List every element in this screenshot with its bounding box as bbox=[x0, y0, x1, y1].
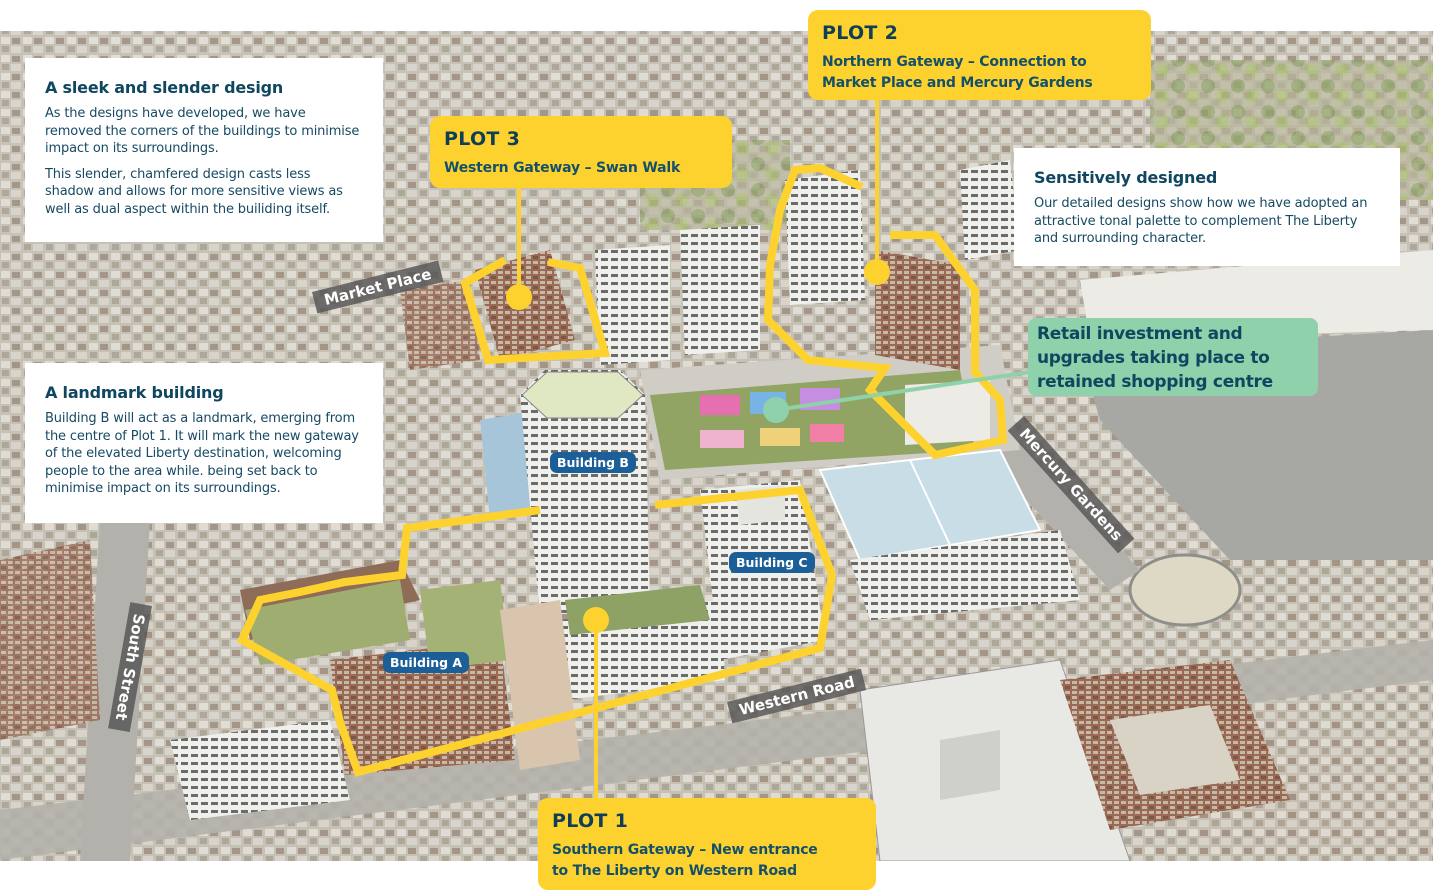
retail-callout: Retail investment and upgrades taking pl… bbox=[1028, 318, 1318, 396]
card-paragraph: Building B will act as a landmark, emerg… bbox=[45, 411, 359, 496]
plot-1-callout: PLOT 1 Southern Gateway – New entrance t… bbox=[538, 798, 876, 890]
card-title: A sleek and slender design bbox=[45, 78, 284, 97]
card-paragraph: As the designs have developed, we have r… bbox=[45, 106, 360, 156]
plot-subtitle: Northern Gateway – Connection to bbox=[822, 54, 1087, 70]
plot-3-callout: PLOT 3 Western Gateway – Swan Walk bbox=[430, 116, 732, 188]
plot-dots bbox=[506, 259, 890, 633]
retail-leader-line bbox=[775, 370, 1031, 412]
card-landmark-building: A landmark building Building B will act … bbox=[25, 363, 383, 523]
building-a-label: Building A bbox=[383, 652, 470, 673]
plot-title: PLOT 1 bbox=[552, 810, 629, 832]
card-sleek-design: A sleek and slender design As the design… bbox=[25, 58, 383, 242]
retail-line: Retail investment and bbox=[1037, 324, 1243, 344]
retail-dot bbox=[763, 397, 789, 423]
building-c-label: Building C bbox=[729, 552, 815, 573]
retail-line: retained shopping centre bbox=[1037, 372, 1273, 392]
plot-subtitle: Market Place and Mercury Gardens bbox=[822, 75, 1093, 91]
plot-2-callout: PLOT 2 Northern Gateway – Connection to … bbox=[808, 10, 1151, 100]
plot-leader-lines bbox=[517, 100, 879, 800]
card-title: A landmark building bbox=[45, 383, 224, 402]
plot-subtitle: to The Liberty on Western Road bbox=[552, 863, 797, 879]
plot-outlines bbox=[236, 163, 1008, 777]
card-paragraph: This slender, chamfered design casts les… bbox=[45, 166, 343, 217]
building-b-label: Building B bbox=[550, 452, 636, 473]
plot-subtitle: Western Gateway – Swan Walk bbox=[444, 160, 681, 176]
plot-subtitle: Southern Gateway – New entrance bbox=[552, 842, 818, 858]
plot-title: PLOT 2 bbox=[822, 22, 899, 44]
plot-title: PLOT 3 bbox=[444, 128, 521, 150]
card-sensitively-designed: Sensitively designed Our detailed design… bbox=[1014, 148, 1400, 266]
card-paragraph: Our detailed designs show how we have ad… bbox=[1034, 196, 1368, 246]
retail-line: upgrades taking place to bbox=[1037, 348, 1270, 368]
card-title: Sensitively designed bbox=[1034, 168, 1218, 187]
